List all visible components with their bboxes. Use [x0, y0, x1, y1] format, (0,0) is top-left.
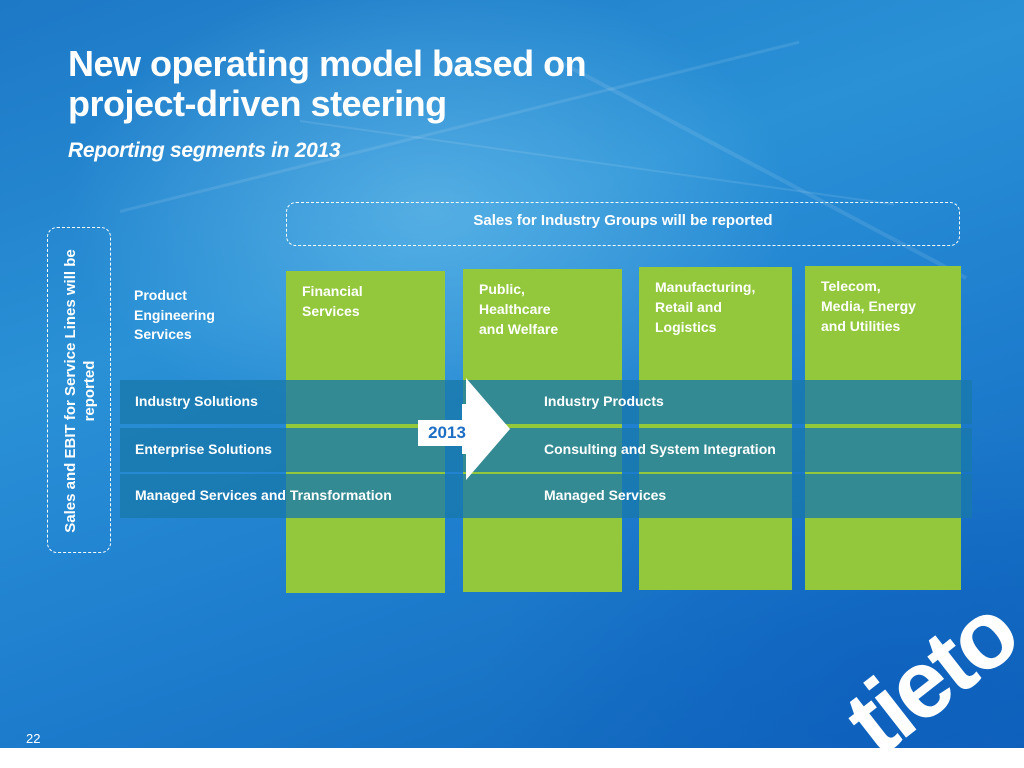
- service-line-row: Managed Services and Transformation Mana…: [120, 474, 972, 518]
- service-line-row: Industry Solutions Industry Products: [120, 380, 972, 424]
- industry-groups-bracket: Sales for Industry Groups will be report…: [286, 202, 960, 246]
- service-line-2013: Consulting and System Integration: [544, 441, 776, 457]
- product-engineering-services-label: Product Engineering Services: [134, 287, 215, 342]
- service-line-2012: Industry Solutions: [135, 393, 258, 409]
- title-line-1: New operating model based on: [68, 43, 587, 84]
- svg-text:tieto: tieto: [838, 585, 1014, 755]
- service-line-2012: Enterprise Solutions: [135, 441, 272, 457]
- column-label: Financial Services: [302, 283, 363, 319]
- background-streak: [559, 60, 968, 280]
- service-line-2013: Managed Services: [544, 487, 667, 503]
- service-lines-bracket: Sales and EBIT for Service Lines will be…: [47, 227, 111, 553]
- service-line-2013: Industry Products: [544, 393, 664, 409]
- column-label: Telecom, Media, Energy and Utilities: [821, 278, 916, 334]
- bottom-strip: [0, 748, 1024, 768]
- title-line-2: project-driven steering: [68, 83, 447, 124]
- service-line-row: Enterprise Solutions Consulting and Syst…: [120, 428, 972, 472]
- year-label: 2013: [418, 420, 476, 446]
- slide-subtitle: Reporting segments in 2013: [68, 139, 341, 162]
- industry-groups-bracket-label: Sales for Industry Groups will be report…: [473, 212, 773, 229]
- column-label: Public, Healthcare and Welfare: [479, 281, 559, 337]
- service-lines-bracket-label: Sales and EBIT for Service Lines will be…: [62, 249, 98, 533]
- page-number: 22: [26, 731, 41, 746]
- service-line-2012: Managed Services and Transformation: [135, 487, 392, 503]
- slide-title: New operating model based on project-dri…: [68, 43, 587, 124]
- tieto-logo: tieto: [838, 585, 1014, 755]
- column-label: Manufacturing, Retail and Logistics: [655, 279, 756, 335]
